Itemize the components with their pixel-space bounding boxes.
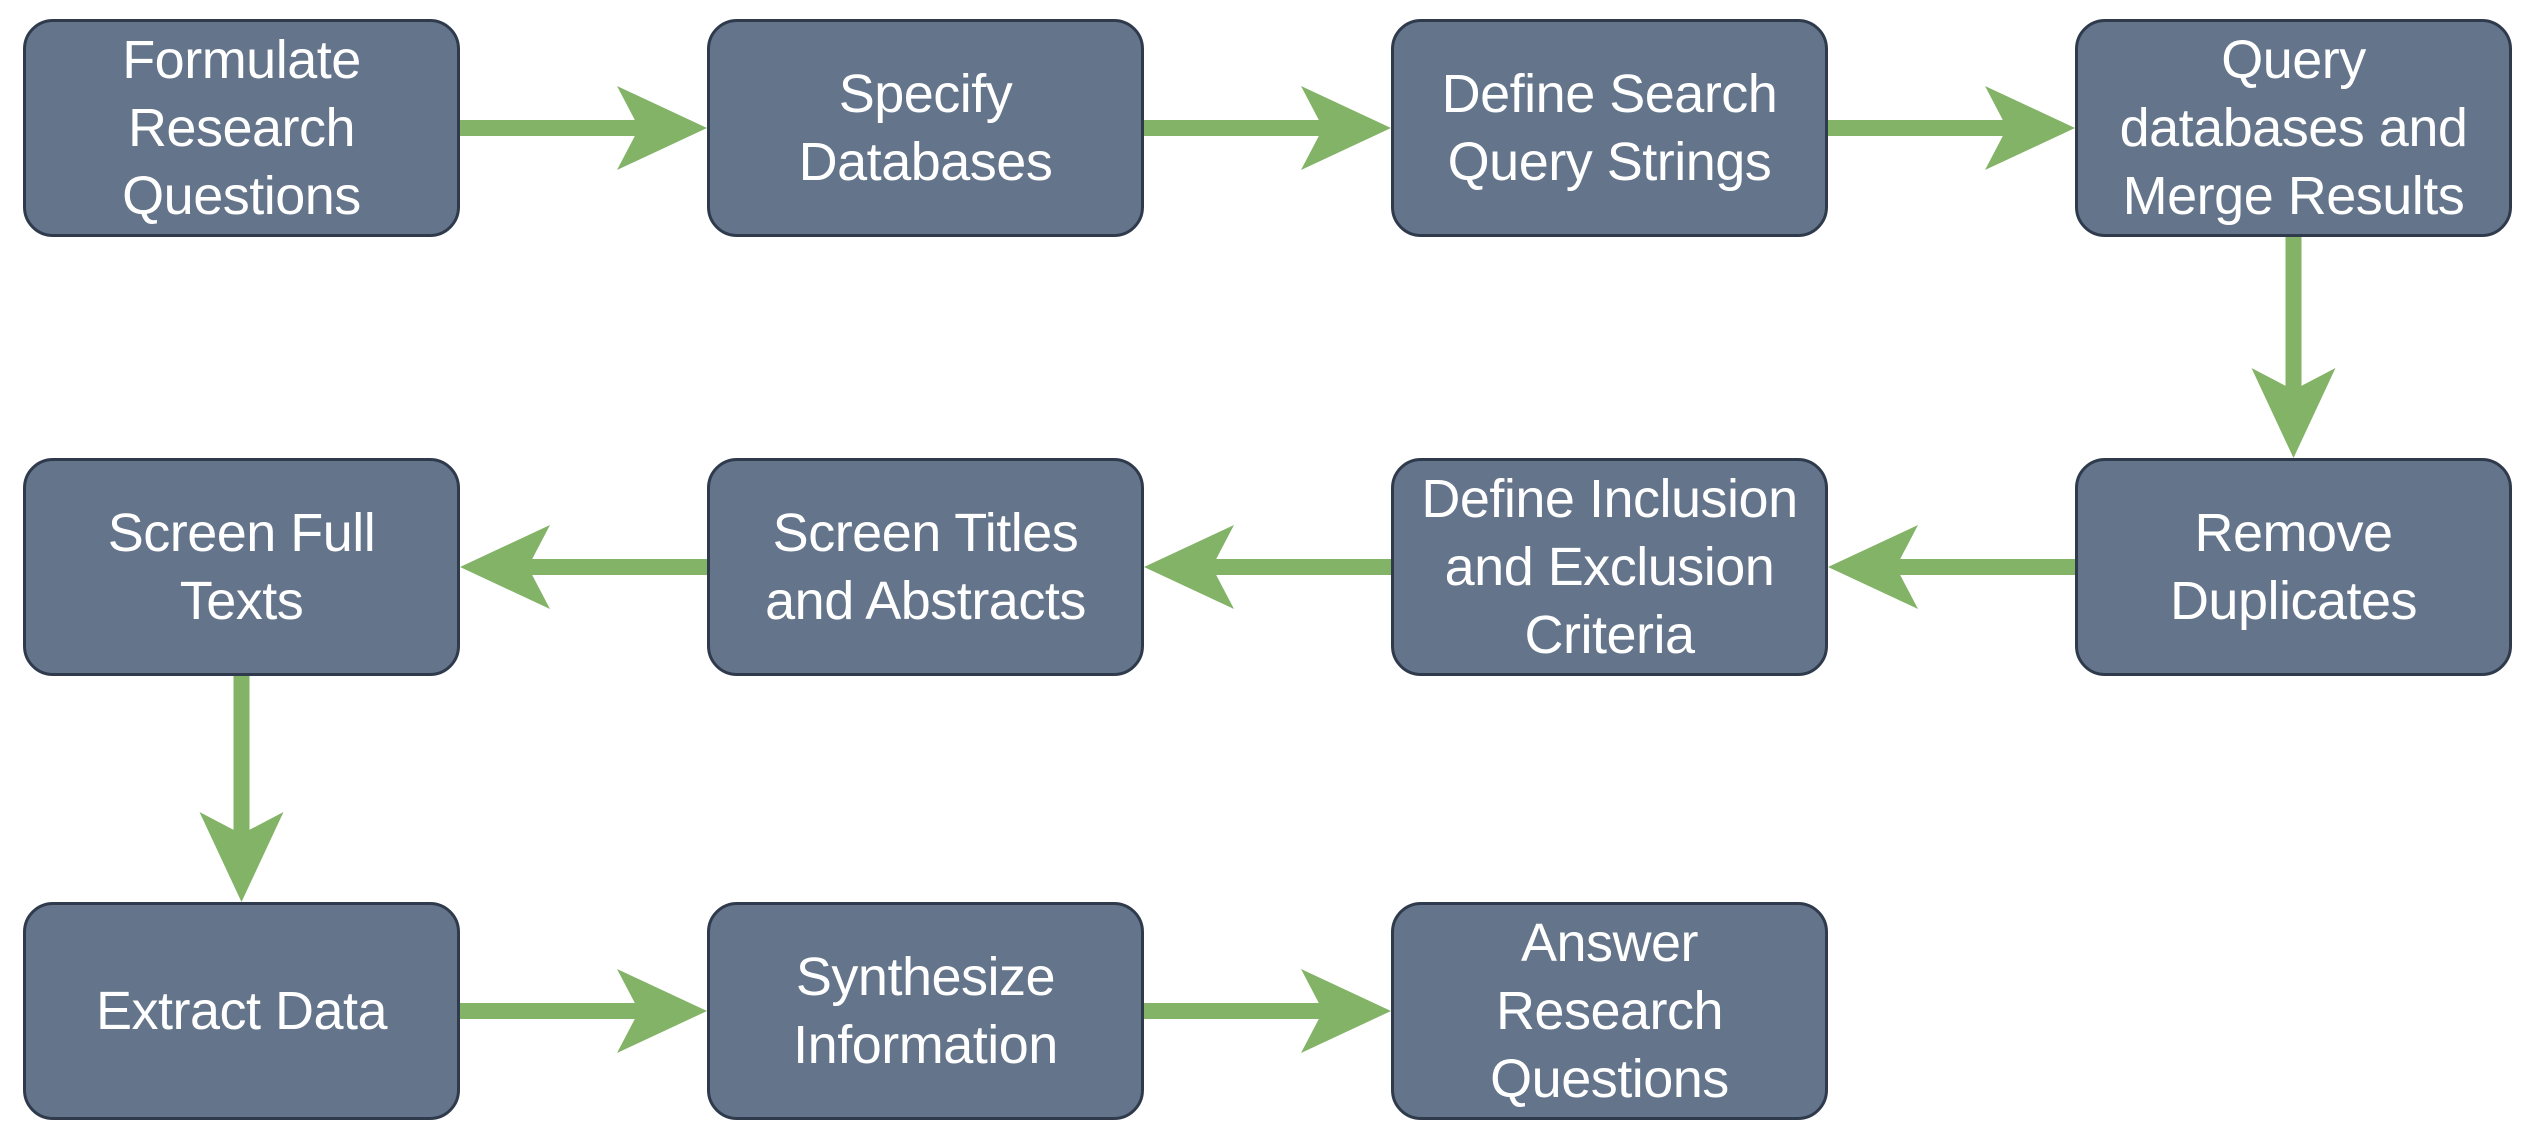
step-label: Answer Research Questions bbox=[1490, 913, 1729, 1109]
step-label: Screen Full Texts bbox=[107, 503, 376, 631]
step-query-databases-merge-results: Query databases and Merge Results bbox=[2075, 19, 2512, 237]
step-screen-titles-abstracts: Screen Titles and Abstracts bbox=[707, 458, 1144, 676]
step-label: Define Inclusion and Exclusion Criteria bbox=[1421, 469, 1798, 665]
step-label: Specify Databases bbox=[798, 64, 1053, 192]
arrowhead-icon bbox=[617, 86, 707, 170]
flow-arrow-n9-to-n10 bbox=[460, 969, 707, 1053]
step-label: Screen Titles and Abstracts bbox=[765, 503, 1086, 631]
step-label: Synthesize Information bbox=[793, 947, 1058, 1075]
flow-arrow-n8-to-n9 bbox=[199, 676, 284, 902]
flow-arrow-n6-to-n7 bbox=[1144, 525, 1391, 609]
arrowhead-icon bbox=[1985, 86, 2075, 170]
step-specify-databases: Specify Databases bbox=[707, 19, 1144, 237]
flow-arrow-n1-to-n2 bbox=[460, 86, 707, 170]
step-define-inclusion-exclusion-criteria: Define Inclusion and Exclusion Criteria bbox=[1391, 458, 1828, 676]
step-screen-full-texts: Screen Full Texts bbox=[23, 458, 460, 676]
flow-arrow-n7-to-n8 bbox=[460, 525, 707, 609]
arrowhead-icon bbox=[1144, 525, 1234, 609]
flow-arrow-n2-to-n3 bbox=[1144, 86, 1391, 170]
arrowhead-icon bbox=[2251, 368, 2336, 458]
step-label: Formulate Research Questions bbox=[122, 30, 361, 226]
step-extract-data: Extract Data bbox=[23, 902, 460, 1120]
flow-arrow-n5-to-n6 bbox=[1828, 525, 2075, 609]
step-remove-duplicates: Remove Duplicates bbox=[2075, 458, 2512, 676]
step-synthesize-information: Synthesize Information bbox=[707, 902, 1144, 1120]
step-label: Define Search Query Strings bbox=[1441, 64, 1778, 192]
arrowhead-icon bbox=[1301, 86, 1391, 170]
step-define-search-query-strings: Define Search Query Strings bbox=[1391, 19, 1828, 237]
flow-arrow-n10-to-n11 bbox=[1144, 969, 1391, 1053]
arrowhead-icon bbox=[1828, 525, 1918, 609]
flow-arrow-n3-to-n4 bbox=[1828, 86, 2075, 170]
step-formulate-research-questions: Formulate Research Questions bbox=[23, 19, 460, 237]
step-answer-research-questions: Answer Research Questions bbox=[1391, 902, 1828, 1120]
arrowhead-icon bbox=[460, 525, 550, 609]
arrowhead-icon bbox=[199, 812, 284, 902]
step-label: Extract Data bbox=[95, 981, 388, 1041]
step-label: Query databases and Merge Results bbox=[2119, 30, 2468, 226]
arrowhead-icon bbox=[1301, 969, 1391, 1053]
step-label: Remove Duplicates bbox=[2169, 503, 2418, 631]
flow-arrow-n4-to-n5 bbox=[2251, 237, 2336, 458]
arrowhead-icon bbox=[617, 969, 707, 1053]
